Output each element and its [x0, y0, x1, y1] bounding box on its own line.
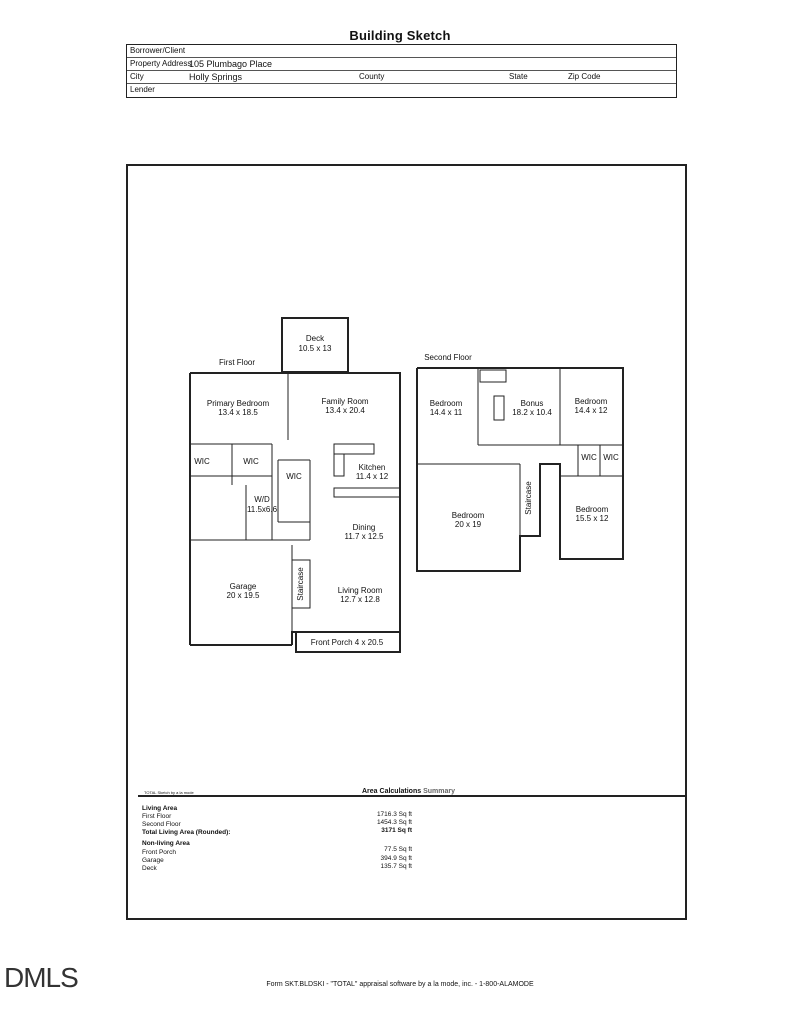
zip-label: Zip Code — [568, 72, 601, 81]
garage-name: Garage — [230, 582, 257, 591]
page-title: Building Sketch — [349, 28, 451, 43]
staircase-label: Staircase — [524, 481, 533, 515]
living-room-name: Living Room — [338, 586, 383, 595]
wic-label: WIC — [603, 453, 619, 462]
second-floor-interior — [417, 368, 623, 536]
address-label: Property Address — [130, 59, 192, 68]
staircase-label: Staircase — [296, 567, 305, 601]
summary-box — [138, 795, 687, 922]
wic-label: WIC — [581, 453, 597, 462]
bedroom-dim: 15.5 x 12 — [576, 514, 609, 523]
kitchen-dim: 11.4 x 12 — [356, 472, 389, 481]
wd-name: W/D — [254, 495, 270, 504]
borrower-row: Borrower/Client — [127, 45, 676, 58]
first-floor-area-value: 1716.3 Sq ft — [376, 811, 412, 818]
family-room-name: Family Room — [321, 397, 368, 406]
city-label: City — [130, 72, 144, 81]
second-floor-area-value: 1454.3 Sq ft — [376, 819, 412, 826]
summary-title-sub: Summary — [423, 788, 455, 795]
deck-name: Deck — [306, 334, 325, 343]
bath-fixture — [493, 395, 505, 421]
wic-label: WIC — [194, 457, 210, 466]
kitchen-counter-side — [333, 453, 345, 477]
lender-label: Lender — [130, 85, 155, 94]
front-porch-outline — [295, 631, 401, 653]
form-footer: Form SKT.BLDSKI - "TOTAL" appraisal soft… — [266, 981, 534, 988]
first-floor-label: First Floor — [219, 358, 255, 367]
lender-row: Lender — [127, 84, 676, 96]
bedroom-name: Bedroom — [430, 399, 463, 408]
borrower-label: Borrower/Client — [130, 46, 186, 55]
living-room-dim: 12.7 x 12.8 — [340, 595, 380, 604]
bedroom-name: Bedroom — [452, 511, 485, 520]
bedroom-dim: 20 x 19 — [455, 520, 482, 529]
second-floor-area-label: Second Floor — [142, 821, 181, 828]
second-floor-walls — [416, 367, 624, 572]
address-value: 105 Plumbago Place — [189, 59, 273, 69]
total-living-label: Total Living Area (Rounded): — [142, 829, 231, 836]
address-row: Property Address 105 Plumbago Place — [127, 58, 676, 71]
second-floor-outline — [416, 367, 624, 572]
deck-area-label: Deck — [142, 865, 157, 872]
primary-bedroom-name: Primary Bedroom — [207, 399, 270, 408]
garage-area-label: Garage — [142, 857, 164, 864]
bedroom-dim: 14.4 x 12 — [575, 406, 608, 415]
nonliving-area-label: Non-living Area — [142, 840, 190, 847]
bedroom-dim: 14.4 x 11 — [430, 408, 463, 417]
second-floor-label: Second Floor — [424, 353, 472, 362]
bonus-dim: 18.2 x 10.4 — [512, 408, 552, 417]
wic-label: WIC — [243, 457, 259, 466]
bedroom-name: Bedroom — [576, 505, 609, 514]
city-value: Holly Springs — [189, 72, 243, 82]
city-row: City Holly Springs County State Zip Code — [127, 71, 676, 84]
bonus-name: Bonus — [521, 399, 544, 408]
wd-dim: 11.5x6.6 — [247, 505, 278, 514]
first-floor-outer-wall — [190, 372, 401, 652]
bedroom-name: Bedroom — [575, 397, 608, 406]
kitchen-counter — [333, 443, 375, 455]
staircase-box — [291, 559, 311, 609]
garage-area-value: 394.9 Sq ft — [380, 855, 412, 862]
county-label: County — [359, 72, 385, 81]
wic-label: WIC — [286, 472, 302, 481]
first-floor-interior — [190, 373, 401, 632]
porch-area-value: 77.5 Sq ft — [384, 846, 412, 853]
living-area-label: Living Area — [142, 805, 178, 812]
summary-title-main: Area Calculations — [362, 788, 422, 795]
kitchen-name: Kitchen — [359, 463, 386, 472]
property-header-table: Borrower/Client Property Address 105 Plu… — [126, 44, 677, 98]
first-floor-area-label: First Floor — [142, 813, 172, 820]
state-label: State — [509, 72, 528, 81]
sketch-signature: TOTAL Sketch by a la mode — [144, 790, 194, 795]
kitchen-island — [333, 487, 401, 498]
bath-fixture — [479, 369, 507, 383]
family-room-dim: 13.4 x 20.4 — [325, 406, 365, 415]
garage-dim: 20 x 19.5 — [227, 591, 260, 600]
primary-bedroom-dim: 13.4 x 18.5 — [218, 408, 258, 417]
total-living-value: 3171 Sq ft — [381, 827, 412, 834]
dining-dim: 11.7 x 12.5 — [345, 532, 385, 541]
room-labels: First Floor Second Floor Deck 10.5 x 13 … — [194, 334, 619, 647]
porch-area-label: Front Porch — [142, 849, 176, 856]
deck-dim: 10.5 x 13 — [299, 344, 332, 353]
sketch-frame — [126, 164, 687, 920]
summary-title: Area Calculations Summary — [362, 788, 455, 795]
front-porch-label: Front Porch 4 x 20.5 — [311, 638, 384, 647]
dmls-logo: DMLS — [4, 962, 79, 993]
deck-area-value: 135.7 Sq ft — [380, 863, 412, 870]
dining-name: Dining — [353, 523, 376, 532]
